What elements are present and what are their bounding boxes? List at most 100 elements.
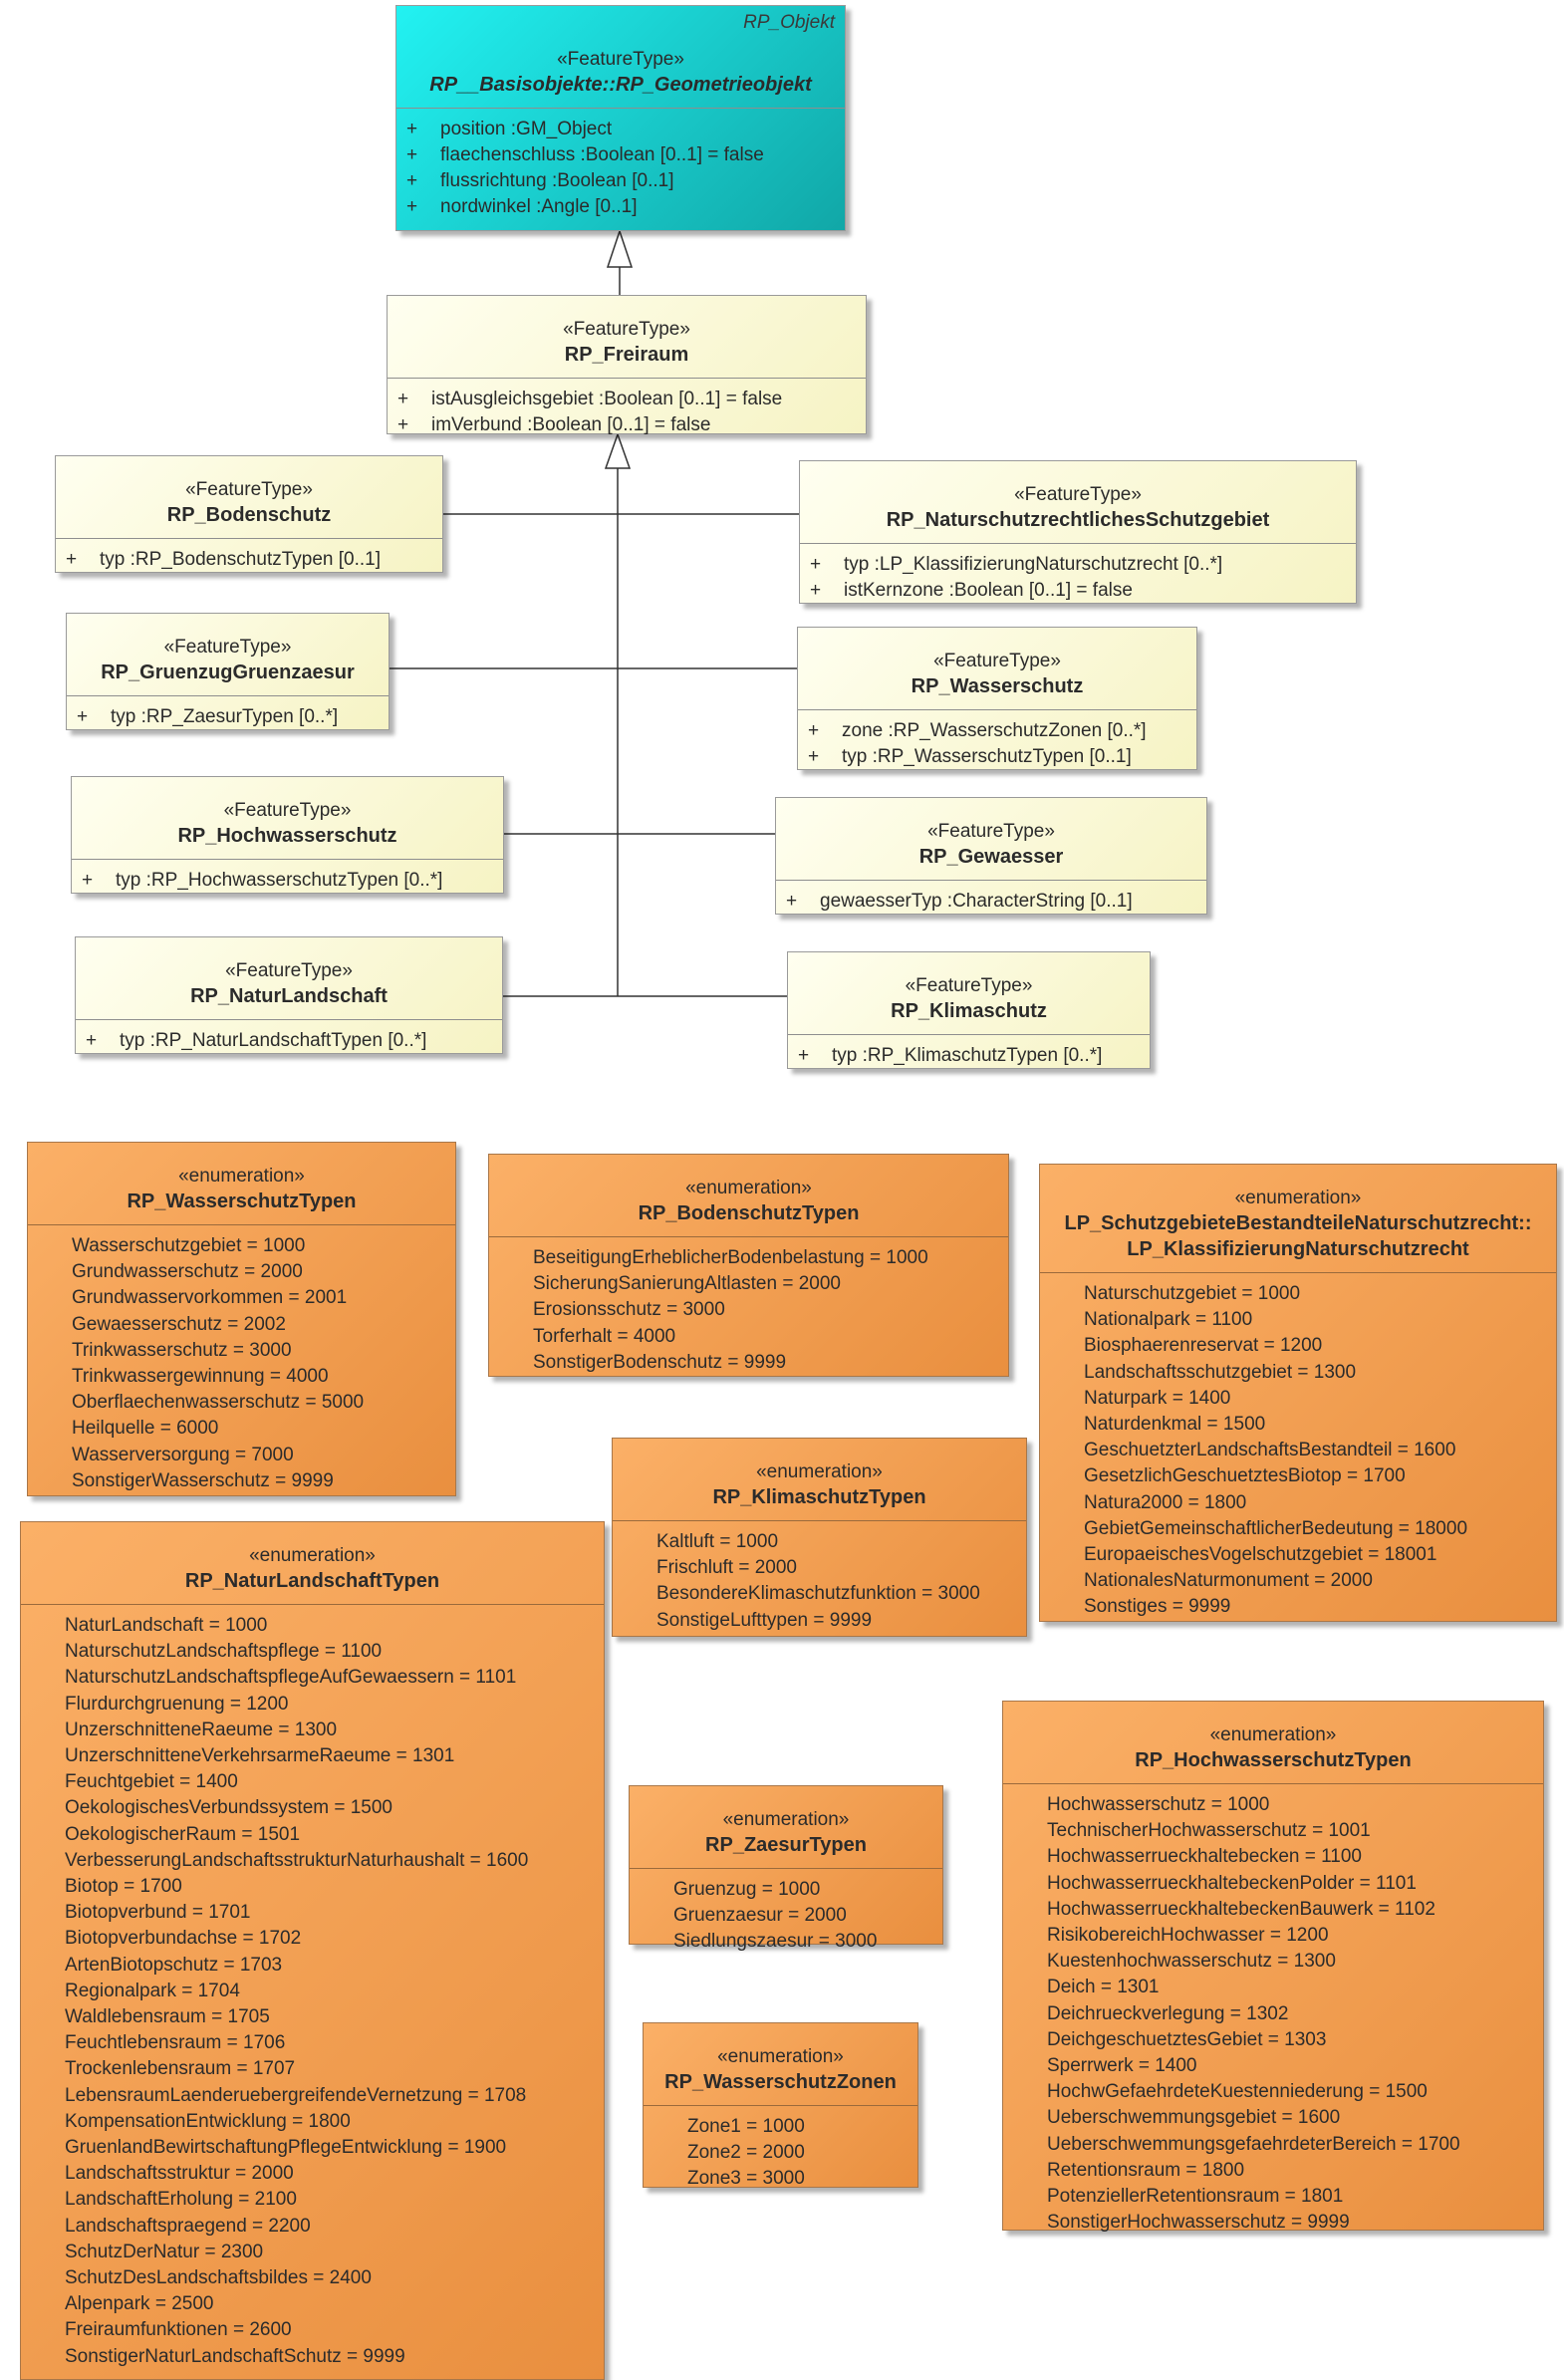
- class-rp-naturlandschaft[interactable]: «FeatureType» RP_NaturLandschaft +typ :R…: [75, 936, 503, 1054]
- enum-literal: SchutzDerNatur = 2300: [65, 2241, 264, 2262]
- enum-literal: SonstigerWasserschutz = 9999: [72, 1469, 334, 1491]
- attribute-list: +typ :RP_NaturLandschaftTypen [0..*]: [76, 1020, 502, 1054]
- attribute-list: +typ :RP_BodenschutzTypen [0..1]: [56, 539, 442, 573]
- enum-literal: Nationalpark = 1100: [1084, 1309, 1253, 1331]
- enum-rp-klimaschutztypen[interactable]: «enumeration» RP_KlimaschutzTypen Kaltlu…: [612, 1438, 1027, 1637]
- enum-name: RP_KlimaschutzTypen: [712, 1486, 926, 1508]
- enum-literal: Regionalpark = 1704: [65, 1980, 240, 2001]
- class-name: RP_Gewaesser: [918, 846, 1064, 868]
- compartment-divider: [67, 695, 389, 696]
- enum-literal: SonstigerBodenschutz = 9999: [533, 1351, 787, 1373]
- compartment-divider: [28, 1224, 455, 1225]
- class-name: RP_NaturschutzrechtlichesSchutzgebiet: [886, 509, 1270, 531]
- enum-literal: Heilquelle = 6000: [72, 1418, 219, 1440]
- attribute-list: +typ :RP_HochwasserschutzTypen [0..*]: [72, 860, 503, 894]
- enum-literal: Gewaesserschutz = 2002: [72, 1313, 286, 1335]
- enum-literal: Kaltluft = 1000: [656, 1531, 779, 1552]
- compartment-divider: [1003, 1783, 1543, 1784]
- attribute: +position :GM_Object: [406, 119, 613, 139]
- class-rp-geometrieobjekt[interactable]: RP_Objekt «FeatureType» RP__Basisobjekte…: [395, 5, 846, 231]
- stereotype-label: «FeatureType»: [223, 800, 352, 821]
- compartment-divider: [1040, 1272, 1556, 1273]
- enum-literal: PotenziellerRetentionsraum = 1801: [1047, 2186, 1344, 2208]
- compartment-divider: [644, 2105, 917, 2106]
- stereotype-label: «FeatureType»: [933, 651, 1061, 671]
- enum-literal: Trockenlebensraum = 1707: [65, 2058, 296, 2080]
- enum-literal: Biotopverbund = 1701: [65, 1902, 251, 1924]
- class-rp-naturschutzrechtlichesschutzgebiet[interactable]: «FeatureType» RP_NaturschutzrechtlichesS…: [799, 460, 1357, 604]
- literal-list: BeseitigungErheblicherBodenbelastung = 1…: [489, 1237, 1008, 1376]
- enum-literal: Grundwasserschutz = 2000: [72, 1261, 303, 1283]
- enum-literal: Trinkwasserschutz = 3000: [72, 1339, 292, 1361]
- class-rp-hochwasserschutz[interactable]: «FeatureType» RP_Hochwasserschutz +typ :…: [71, 776, 504, 894]
- enum-rp-hochwasserschutztypen[interactable]: «enumeration» RP_HochwasserschutzTypen H…: [1002, 1701, 1544, 2233]
- enum-literal: Zone3 = 3000: [687, 2168, 805, 2190]
- enum-name: RP_NaturLandschaftTypen: [184, 1570, 440, 1592]
- enum-literal: SchutzDesLandschaftsbildes = 2400: [65, 2267, 372, 2289]
- enum-literal: Landschaftspraegend = 2200: [65, 2215, 311, 2237]
- enum-literal: Freiraumfunktionen = 2600: [65, 2319, 292, 2341]
- enum-literal: Gruenzaesur = 2000: [673, 1905, 847, 1927]
- enum-literal: SonstigerNaturLandschaftSchutz = 9999: [65, 2345, 405, 2367]
- enum-literal: Feuchtlebensraum = 1706: [65, 2032, 286, 2054]
- compartment-divider: [800, 543, 1356, 544]
- enum-literal: HochwGefaehrdeteKuestenniederung = 1500: [1047, 2081, 1428, 2103]
- compartment-divider: [72, 859, 503, 860]
- enum-literal: Torferhalt = 4000: [533, 1325, 676, 1347]
- class-rp-bodenschutz[interactable]: «FeatureType» RP_Bodenschutz +typ :RP_Bo…: [55, 455, 443, 573]
- enum-name-line2: LP_KlassifizierungNaturschutzrecht: [1127, 1238, 1469, 1260]
- compartment-divider: [76, 1019, 502, 1020]
- class-rp-gewaesser[interactable]: «FeatureType» RP_Gewaesser +gewaesserTyp…: [775, 797, 1207, 915]
- attribute: +nordwinkel :Angle [0..1]: [406, 196, 638, 217]
- enum-lp-klassifizierungnaturschutzrecht[interactable]: «enumeration» LP_SchutzgebieteBestandtei…: [1039, 1164, 1557, 1622]
- compartment-divider: [396, 108, 845, 109]
- attribute: +typ :RP_KlimaschutzTypen [0..*]: [798, 1045, 1103, 1066]
- stereotype-label: «FeatureType»: [163, 637, 292, 658]
- stereotype-label: «enumeration»: [1234, 1188, 1362, 1208]
- attribute: +typ :RP_NaturLandschaftTypen [0..*]: [86, 1030, 427, 1051]
- enum-literal: RisikobereichHochwasser = 1200: [1047, 1925, 1329, 1947]
- stereotype-label: «enumeration»: [249, 1545, 376, 1566]
- class-rp-gruenzuggruenzaesur[interactable]: «FeatureType» RP_GruenzugGruenzaesur +ty…: [66, 613, 390, 730]
- attribute-list: +typ :RP_KlimaschutzTypen [0..*]: [788, 1035, 1150, 1069]
- enum-literal: Frischluft = 2000: [656, 1557, 797, 1579]
- enum-literal: Naturdenkmal = 1500: [1084, 1414, 1266, 1436]
- stereotype-label: «enumeration»: [178, 1166, 305, 1187]
- enum-rp-naturlandschafttypen[interactable]: «enumeration» RP_NaturLandschaftTypen Na…: [20, 1521, 605, 2380]
- compartment-divider: [56, 538, 442, 539]
- enum-literal: TechnischerHochwasserschutz = 1001: [1047, 1820, 1371, 1842]
- compartment-divider: [788, 1034, 1150, 1035]
- attribute-list: +typ :RP_ZaesurTypen [0..*]: [67, 696, 389, 730]
- enum-rp-zaesurtypen[interactable]: «enumeration» RP_ZaesurTypen Gruenzug = …: [629, 1785, 943, 1952]
- enum-literal: Zone1 = 1000: [687, 2116, 805, 2137]
- compartment-divider: [388, 378, 866, 379]
- enum-literal: Alpenpark = 2500: [65, 2293, 214, 2315]
- compartment-divider: [798, 709, 1196, 710]
- enum-literal: Naturpark = 1400: [1084, 1387, 1231, 1409]
- enum-literal: Zone2 = 2000: [687, 2142, 805, 2164]
- enum-literal: SonstigerHochwasserschutz = 9999: [1047, 2212, 1350, 2234]
- enum-literal: GruenlandBewirtschaftungPflegeEntwicklun…: [65, 2137, 507, 2159]
- compartment-divider: [613, 1520, 1026, 1521]
- enum-rp-wasserschutzzonen[interactable]: «enumeration» RP_WasserschutzZonen Zone1…: [643, 2022, 918, 2189]
- enum-literal: BesondereKlimaschutzfunktion = 3000: [656, 1583, 980, 1605]
- enum-literal: LandschaftErholung = 2100: [65, 2189, 297, 2211]
- class-rp-klimaschutz[interactable]: «FeatureType» RP_Klimaschutz +typ :RP_Kl…: [787, 951, 1151, 1069]
- enum-name-line1: LP_SchutzgebieteBestandteileNaturschutzr…: [1064, 1212, 1532, 1234]
- enum-rp-bodenschutztypen[interactable]: «enumeration» RP_BodenschutzTypen Beseit…: [488, 1154, 1009, 1377]
- enum-literal: GeschuetzterLandschaftsBestandteil = 160…: [1084, 1440, 1456, 1461]
- enum-literal: DeichgeschuetztesGebiet = 1303: [1047, 2028, 1327, 2050]
- enum-literal: UeberschwemmungsgefaehrdeterBereich = 17…: [1047, 2133, 1460, 2155]
- class-rp-wasserschutz[interactable]: «FeatureType» RP_Wasserschutz +zone :RP_…: [797, 627, 1197, 770]
- enum-literal: Wasserversorgung = 7000: [72, 1444, 294, 1465]
- enum-literal: Hochwasserschutz = 1000: [1047, 1794, 1270, 1815]
- class-rp-freiraum[interactable]: «FeatureType» RP_Freiraum +istAusgleichs…: [387, 295, 867, 435]
- enum-literal: Landschaftsschutzgebiet = 1300: [1084, 1361, 1357, 1383]
- enum-rp-wasserschutztypen[interactable]: «enumeration» RP_WasserschutzTypen Wasse…: [27, 1142, 456, 1496]
- enum-literal: VerbesserungLandschaftsstrukturNaturhaus…: [65, 1849, 529, 1871]
- enum-literal: BeseitigungErheblicherBodenbelastung = 1…: [533, 1247, 928, 1268]
